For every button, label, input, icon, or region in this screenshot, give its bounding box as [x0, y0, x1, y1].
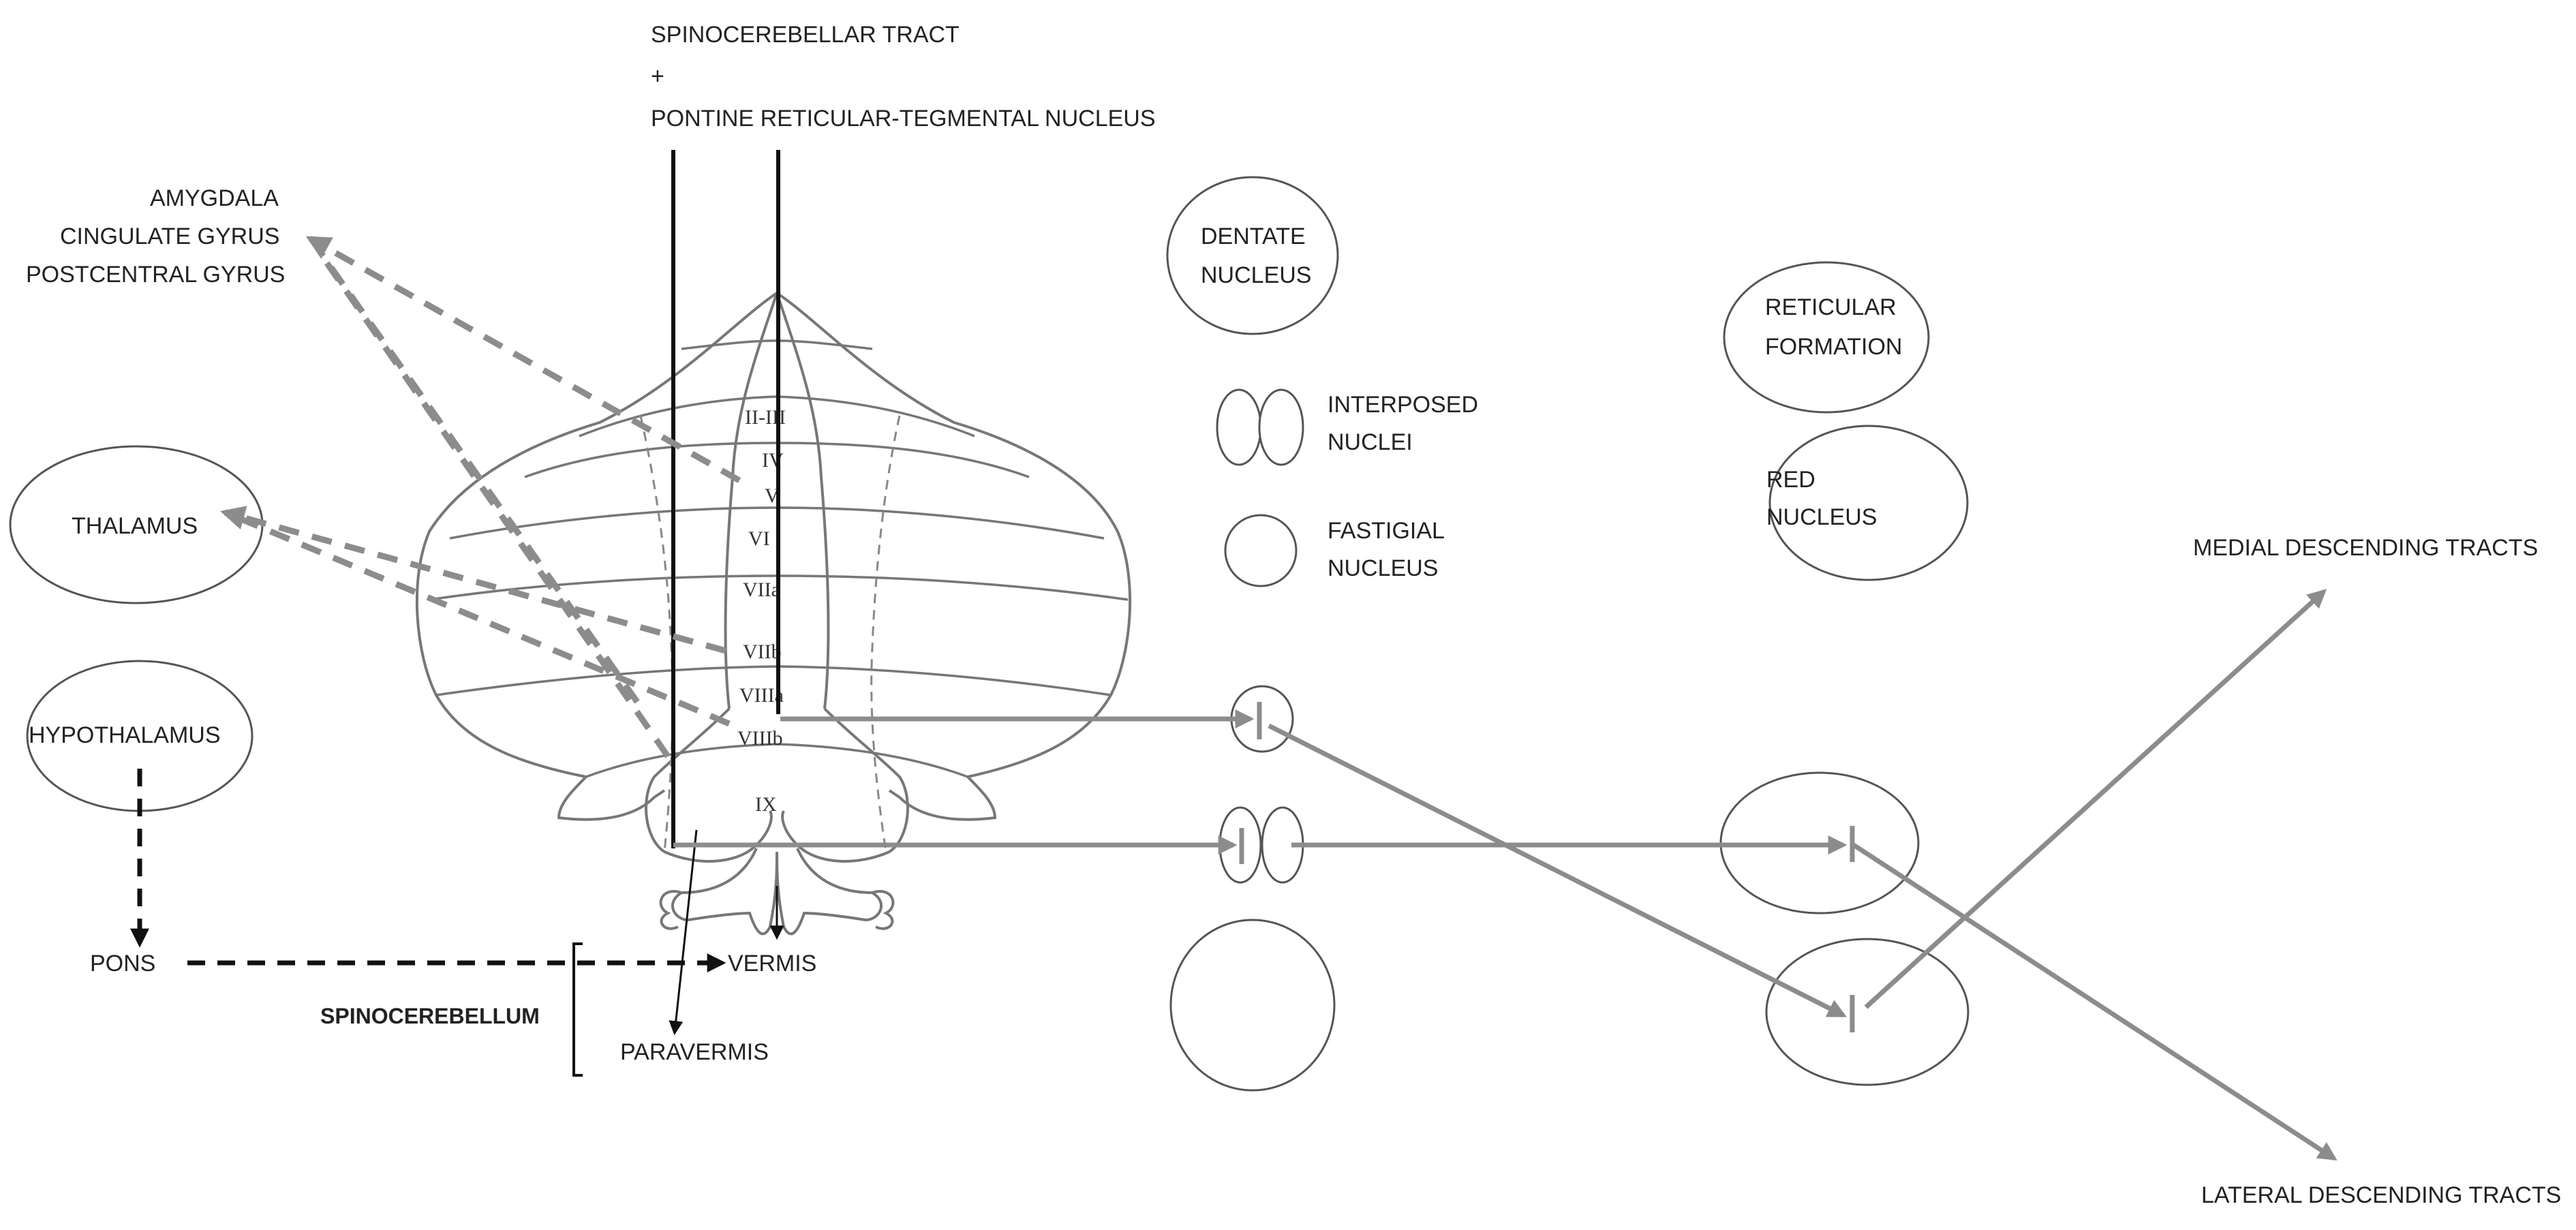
reticular-formation-pathway-node: [1765, 938, 1969, 1086]
fastigial-label-2: NUCLEUS: [1328, 555, 1438, 581]
thalamus-label: THALAMUS: [72, 513, 198, 539]
plus-sign: +: [651, 63, 664, 89]
lobule-label: VI: [748, 527, 770, 550]
dentate-nucleus-node: [1166, 176, 1339, 335]
pons-label: PONS: [90, 951, 155, 977]
paravermis-pointer: [669, 829, 698, 1036]
interposed-label: INTERPOSED: [1328, 392, 1478, 418]
paravermis-boundary-right: [870, 415, 901, 852]
fastigial-nucleus-icon: [1224, 514, 1298, 587]
fastigial-to-reticular-arrow: [1268, 723, 1847, 1018]
lobule-label: VIIb: [743, 641, 782, 663]
pontine-nucleus-label: PONTINE RETICULAR-TEGMENTAL NUCLEUS: [651, 106, 1156, 132]
lobule-label: VIIIb: [737, 727, 783, 750]
synapse-ticks: [1239, 702, 1855, 1032]
cingulate-gyrus-label: CINGULATE GYRUS: [60, 224, 279, 249]
reticular-label-2: FORMATION: [1765, 334, 1902, 360]
postcentral-gyrus-label: POSTCENTRAL GYRUS: [26, 262, 285, 288]
vermis-label: VERMIS: [728, 951, 816, 977]
paravermis-boundary-left: [639, 415, 674, 852]
reticular-formation-node: [1723, 261, 1930, 414]
paravermis-label: PARAVERMIS: [620, 1039, 769, 1065]
reticular-label: RETICULAR: [1765, 294, 1897, 320]
lobule-label: V: [765, 485, 780, 507]
spinocerebellum-bracket: [572, 942, 583, 1077]
interposed-nuclei-icon: [1216, 388, 1304, 466]
red-nucleus-to-lateral-tracts-arrow: [1852, 843, 2337, 1161]
red-nucleus-label: RED: [1766, 467, 1815, 493]
cerebellum-outline: [415, 292, 1132, 936]
projection-to-cortex-1: [305, 236, 741, 483]
reticular-to-medial-tracts-arrow: [1864, 589, 2327, 1009]
dentate-nucleus-pathway-node: [1169, 919, 1336, 1092]
interposed-label-2: NUCLEI: [1328, 429, 1413, 455]
hypothalamus-label: HYPOTHALAMUS: [29, 722, 221, 748]
lobule-label: IX: [755, 793, 777, 816]
red-nucleus-node: [1768, 425, 1969, 581]
amygdala-label: AMYGDALA: [150, 185, 279, 211]
red-nucleus-label-2: NUCLEUS: [1766, 504, 1877, 530]
projection-to-thalamus-2: [234, 513, 731, 727]
spinocerebellum-label: SPINOCEREBELLUM: [320, 1004, 540, 1028]
fastigial-label: FASTIGIAL: [1328, 518, 1445, 544]
lobule-label: IV: [762, 449, 784, 472]
spinocerebellar-tract-label: SPINOCEREBELLAR TRACT: [651, 22, 960, 48]
dentate-label-2: NUCLEUS: [1201, 262, 1311, 288]
lobule-label: VIIa: [743, 579, 780, 601]
projection-to-thalamus-1: [220, 506, 727, 654]
lateral-descending-tracts-label: LATERAL DESCENDING TRACTS: [2201, 1182, 2561, 1208]
medial-descending-tracts-label: MEDIAL DESCENDING TRACTS: [2193, 535, 2538, 561]
projection-to-cortex-3: [318, 251, 671, 758]
dentate-label: DENTATE: [1201, 224, 1306, 249]
